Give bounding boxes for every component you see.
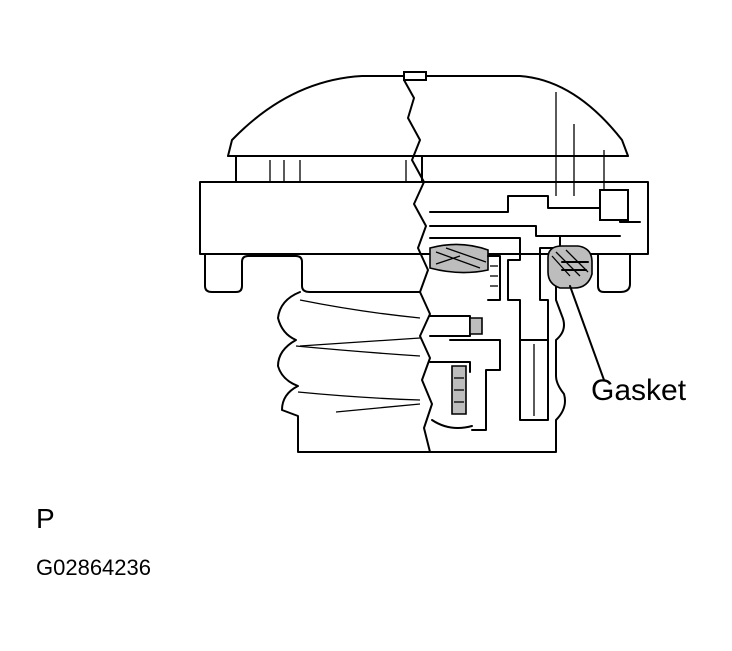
gasket-callout-label: Gasket [591, 374, 687, 407]
internal-valve-mechanism [429, 189, 641, 431]
cap-threaded-neck [277, 285, 566, 453]
cap-upper-band [235, 155, 423, 183]
gasket-leader-line [569, 285, 605, 381]
figure-code: G02864236 [36, 555, 151, 580]
gasket [547, 245, 593, 289]
view-letter: P [36, 503, 55, 534]
cap-grip-ring [199, 181, 649, 293]
cutaway-break-line [403, 79, 433, 453]
cap-dome [227, 71, 629, 196]
